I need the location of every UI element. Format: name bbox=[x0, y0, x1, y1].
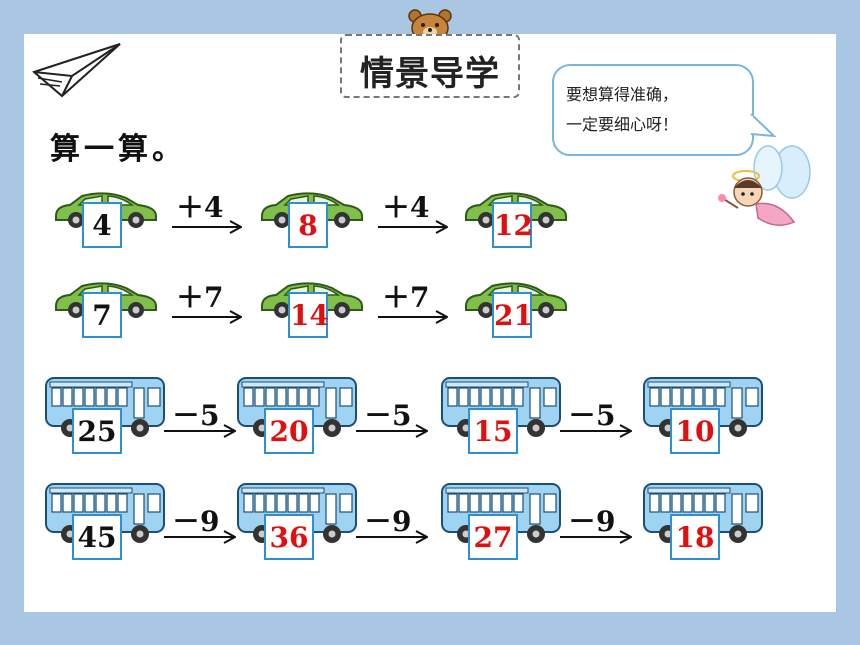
operation-label: －5 bbox=[364, 399, 412, 432]
bus-icon bbox=[441, 377, 561, 437]
speech-bubble: 要想算得准确， 一定要细心呀！ bbox=[552, 64, 754, 156]
arrow-icon bbox=[172, 220, 242, 234]
car-icon bbox=[261, 282, 363, 318]
arrow-icon bbox=[356, 530, 428, 544]
answer-number-box: 21 bbox=[492, 292, 533, 338]
arrow-icon bbox=[378, 310, 448, 324]
arrow-icon bbox=[356, 424, 428, 438]
arrow-icon bbox=[378, 220, 448, 234]
answer-number-box: 12 bbox=[492, 202, 533, 248]
fairy-icon bbox=[718, 145, 811, 226]
operation-label: －9 bbox=[568, 505, 616, 538]
arrow-icon bbox=[172, 310, 242, 324]
title-box: 情景导学 bbox=[340, 34, 520, 98]
given-number-box: 25 bbox=[72, 408, 122, 454]
given-number-box: 7 bbox=[82, 292, 122, 338]
speech-bubble-text: 要想算得准确， 一定要细心呀！ bbox=[566, 85, 679, 134]
arrow-icon bbox=[560, 424, 632, 438]
arrow-icon bbox=[164, 530, 236, 544]
given-number-box: 45 bbox=[72, 514, 122, 560]
page-title: 情景导学 bbox=[360, 54, 500, 94]
exercise-heading: 算一算。 bbox=[50, 132, 186, 167]
operation-label: ＋4 bbox=[176, 191, 224, 224]
operation-label: ＋4 bbox=[382, 191, 430, 224]
answer-number-box: 14 bbox=[288, 292, 329, 338]
operation-label: －9 bbox=[364, 505, 412, 538]
bus-icon bbox=[643, 483, 763, 543]
speech-bubble-tail bbox=[750, 113, 776, 138]
given-number-box: 4 bbox=[82, 202, 122, 248]
answer-number-box: 15 bbox=[468, 408, 518, 454]
paper-plane-icon bbox=[32, 43, 121, 98]
arrow-icon bbox=[560, 530, 632, 544]
arrow-icon bbox=[164, 424, 236, 438]
operation-label: －9 bbox=[172, 505, 220, 538]
operation-label: ＋7 bbox=[382, 281, 430, 314]
bus-icon bbox=[45, 483, 165, 543]
answer-number-box: 27 bbox=[468, 514, 518, 560]
answer-number-box: 36 bbox=[264, 514, 314, 560]
answer-number-box: 20 bbox=[264, 408, 314, 454]
operation-label: ＋7 bbox=[176, 281, 224, 314]
operation-label: －5 bbox=[172, 399, 220, 432]
answer-number-box: 18 bbox=[670, 514, 720, 560]
answer-number-box: 10 bbox=[670, 408, 720, 454]
answer-number-box: 8 bbox=[288, 202, 328, 248]
operation-label: －5 bbox=[568, 399, 616, 432]
